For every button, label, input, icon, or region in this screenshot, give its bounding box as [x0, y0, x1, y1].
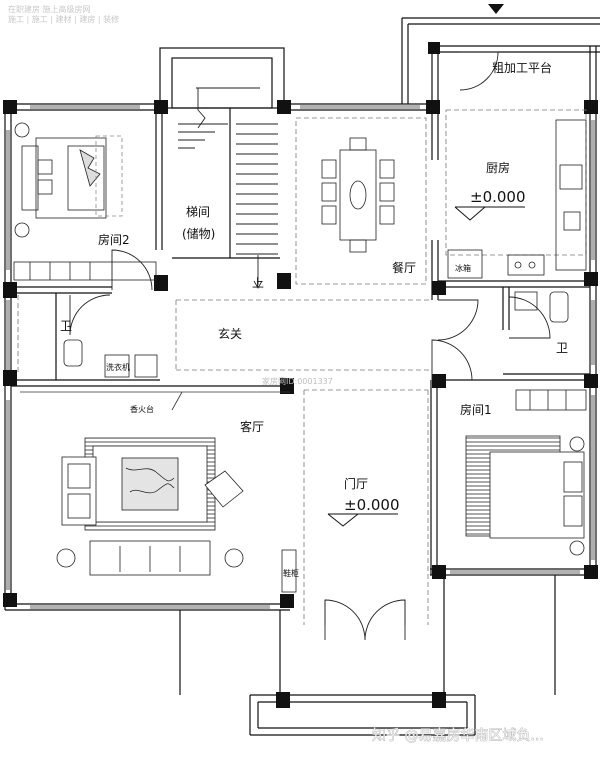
doors	[69, 51, 551, 641]
label-stairwell: 梯间	[186, 205, 210, 219]
watermark-top-line1: 在职建房 施上高级房网	[8, 4, 91, 14]
label-bath-left: 卫	[60, 319, 72, 333]
label-living-room: 客厅	[240, 419, 264, 434]
label-rough-platform: 粗加工平台	[492, 60, 552, 75]
bedroom2-furniture	[13, 122, 157, 281]
label-bath-right: 卫	[556, 341, 568, 355]
hall-elevation: ±0.000	[344, 496, 400, 514]
watermark-bottom: 知乎 @易嘉房华南区域负...	[372, 727, 544, 744]
living-room-furniture	[20, 391, 297, 593]
watermark-center: 家房网ID:0001337	[262, 376, 333, 386]
label-stair-up: 上	[252, 276, 264, 290]
label-bedroom2: 房间2	[98, 232, 130, 247]
label-kitchen: 厨房	[486, 160, 510, 175]
label-incense-table: 香火台	[130, 404, 154, 414]
label-bedroom1: 房间1	[460, 402, 492, 417]
bath-fixtures	[63, 291, 569, 378]
label-entrance-hall: 门厅	[344, 476, 368, 491]
dining-table	[321, 137, 395, 253]
kitchen-fixtures	[447, 119, 587, 279]
windows	[6, 105, 595, 609]
watermark-top-line2: 施工 | 施工 | 建材 | 建房 | 装修	[8, 14, 119, 24]
staircase	[178, 87, 278, 289]
north-arrow-icon	[488, 4, 504, 14]
kitchen-elevation: ±0.000	[470, 188, 526, 206]
bedroom1-furniture	[465, 389, 587, 556]
elevation-symbols	[327, 206, 525, 527]
label-fridge: 冰箱	[455, 263, 471, 273]
interior-walls	[11, 52, 590, 575]
label-foyer: 玄关	[218, 326, 242, 341]
label-laundry: 洗衣机	[106, 362, 130, 372]
label-shoe-cabinet: 鞋柜	[283, 568, 299, 578]
labels: 在职建房 施上高级房网 施工 | 施工 | 建材 | 建房 | 装修 房间2 梯…	[8, 4, 568, 744]
columns	[3, 42, 598, 708]
label-dining: 餐厅	[392, 260, 416, 275]
label-stairwell-sub: (储物)	[182, 226, 215, 241]
